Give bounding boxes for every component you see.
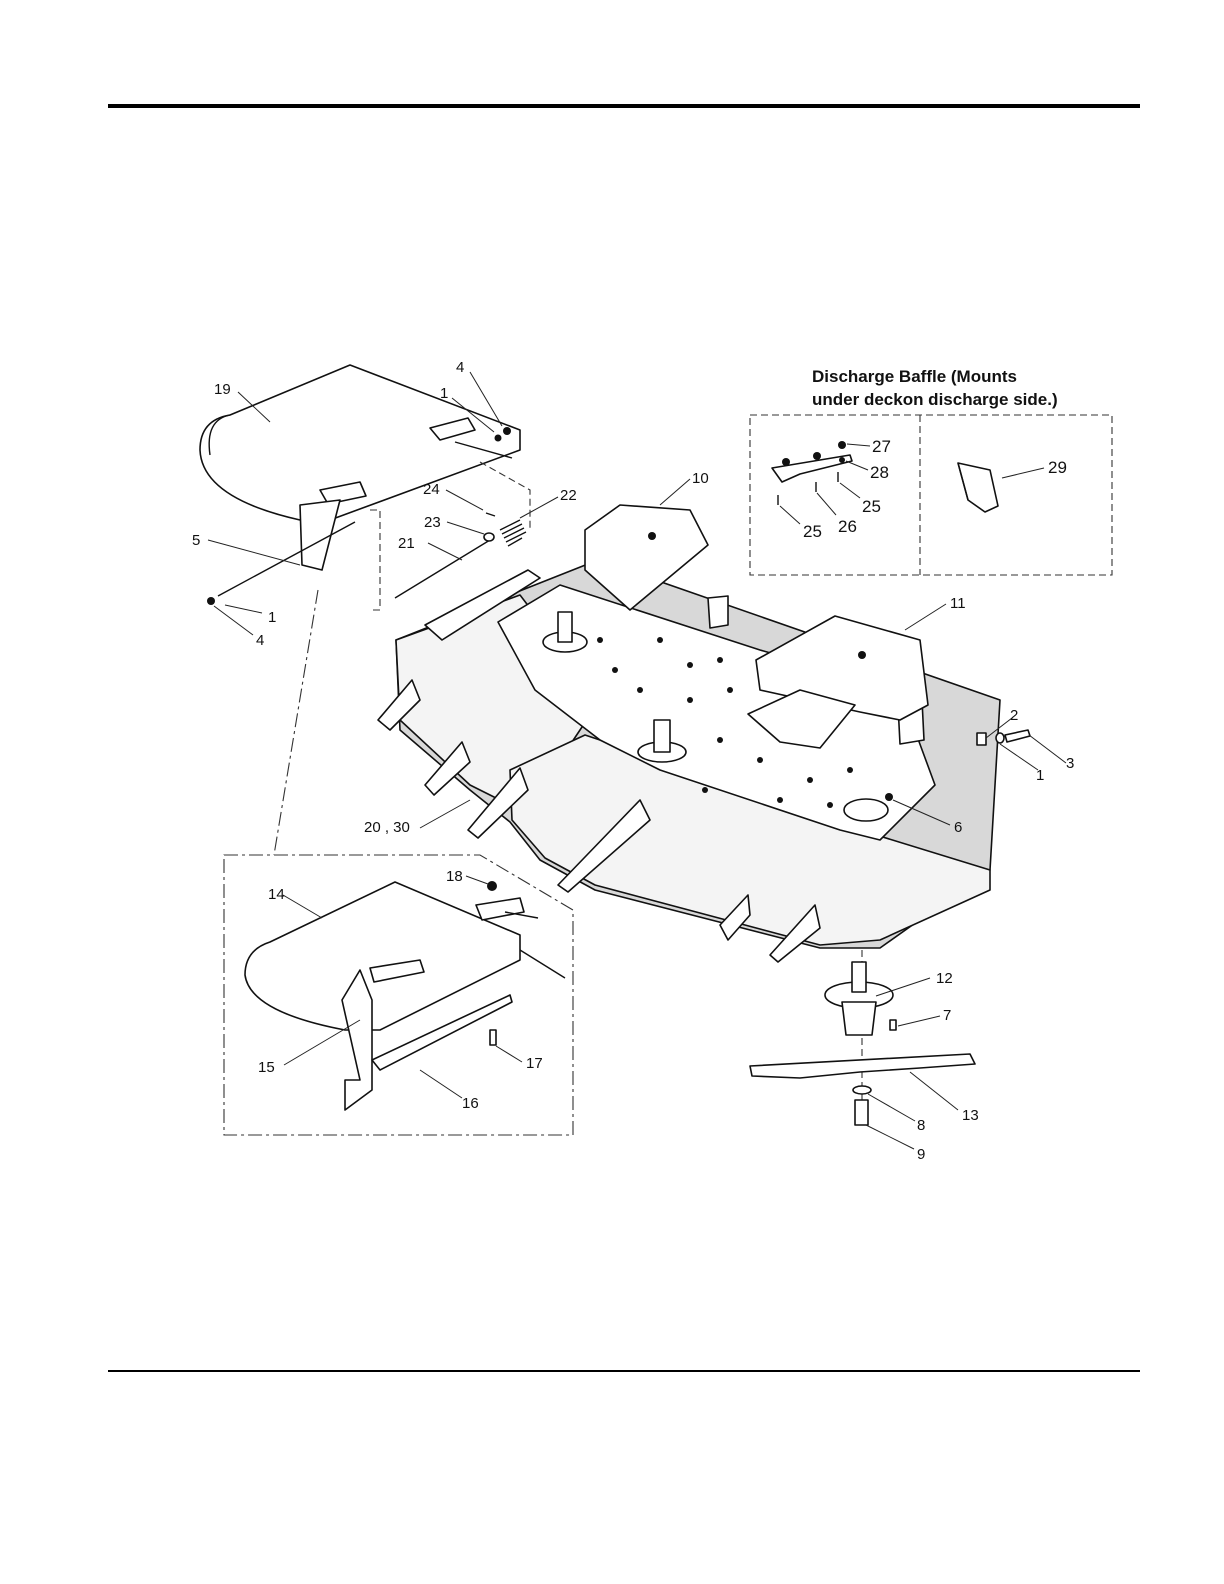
chute-pin-24	[486, 513, 495, 516]
callout-3: 3	[1066, 755, 1074, 772]
spindle-bolt-7	[890, 1020, 896, 1030]
discharge-opening	[844, 799, 888, 821]
callout-23: 23	[424, 514, 441, 531]
callout-5: 5	[192, 532, 200, 549]
callout-7: 7	[943, 1007, 951, 1024]
mower-deck	[378, 505, 1030, 962]
baffle-nut-mid	[813, 452, 821, 460]
discharge-chute-assembly	[200, 365, 530, 610]
baffle-inset-frame	[750, 415, 1112, 575]
deck-bolt-3	[1005, 730, 1030, 742]
callout-11: 11	[950, 595, 966, 612]
callout-6: 6	[954, 819, 962, 836]
mulch-bolt-17	[490, 1030, 496, 1045]
discharge-baffle-inset: Discharge Baffle (Mounts under deckon di…	[750, 367, 1112, 575]
deck-nut-6	[885, 793, 893, 801]
callout-26: 26	[838, 517, 857, 536]
baffle-title-line1: Discharge Baffle (Mounts	[812, 367, 1017, 386]
callout-17: 17	[526, 1055, 543, 1072]
deck-washer-1	[996, 733, 1004, 743]
callout-25-right: 25	[862, 497, 881, 516]
deck-pin-2	[977, 733, 986, 745]
callout-21: 21	[398, 535, 415, 552]
callout-4-left: 4	[256, 632, 264, 649]
callout-22: 22	[560, 487, 577, 504]
callout-19: 19	[214, 381, 231, 398]
deck-bracket-rear	[708, 596, 728, 628]
chute-nut-left	[207, 597, 215, 605]
callout-9: 9	[917, 1146, 925, 1163]
callout-18: 18	[446, 868, 463, 885]
spindle-shaft	[852, 962, 866, 992]
chute-bracket	[300, 500, 340, 570]
chute-rod-5	[218, 522, 355, 596]
callout-25-left: 25	[803, 522, 822, 541]
mulch-hinge-right	[476, 898, 524, 920]
baffle-washer-28	[839, 457, 845, 463]
chute-spring-22	[500, 520, 526, 546]
callout-12: 12	[936, 970, 953, 987]
callout-24: 24	[423, 481, 440, 498]
callout-20-30: 20 , 30	[364, 819, 410, 836]
baffle-title-line2: under deckon discharge side.)	[812, 390, 1058, 409]
chute-washer-23	[484, 533, 494, 541]
blade-washer-8	[853, 1086, 871, 1094]
callout-27: 27	[872, 437, 891, 456]
baffle-nut-27	[838, 441, 846, 449]
mulch-cover-side-bracket	[342, 970, 372, 1110]
callout-1-left: 1	[268, 609, 276, 626]
callout-1-top: 1	[440, 385, 448, 402]
callout-4-top: 4	[456, 359, 464, 376]
callout-15: 15	[258, 1059, 275, 1076]
baffle-nut-left	[782, 458, 790, 466]
callout-14: 14	[268, 886, 285, 903]
callout-28: 28	[870, 463, 889, 482]
callout-13: 13	[962, 1107, 979, 1124]
blade-bolt-9	[855, 1100, 868, 1125]
callout-1-right: 1	[1036, 767, 1044, 784]
callout-8: 8	[917, 1117, 925, 1134]
mulch-nut-18	[487, 881, 497, 891]
callout-29: 29	[1048, 458, 1067, 477]
callout-10: 10	[692, 470, 709, 487]
chute-washer-top	[495, 435, 502, 442]
chute-nut-top	[503, 427, 511, 435]
inset-link-line	[274, 590, 318, 855]
callout-16: 16	[462, 1095, 479, 1112]
callout-2: 2	[1010, 707, 1018, 724]
